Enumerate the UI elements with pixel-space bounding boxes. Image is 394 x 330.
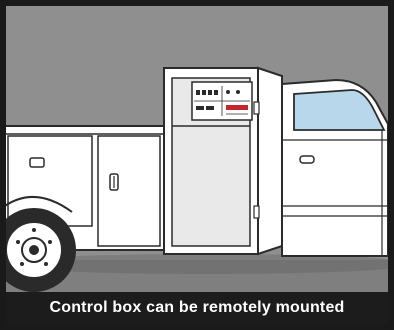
panel-red-label — [226, 105, 248, 110]
control-box-panel — [192, 82, 252, 120]
caption-text: Control box can be remotely mounted — [49, 299, 344, 317]
compartment-door-middle — [98, 136, 160, 246]
truck-cab — [282, 80, 388, 256]
open-door — [258, 68, 282, 254]
truck-illustration — [6, 6, 388, 292]
caption-bar: Control box can be remotely mounted — [6, 292, 388, 324]
door-hinge — [254, 102, 259, 114]
control-box-compartment — [164, 68, 282, 254]
door-handle-icon — [300, 156, 314, 163]
door-handle-icon — [30, 158, 44, 167]
door-hinge — [254, 206, 259, 218]
